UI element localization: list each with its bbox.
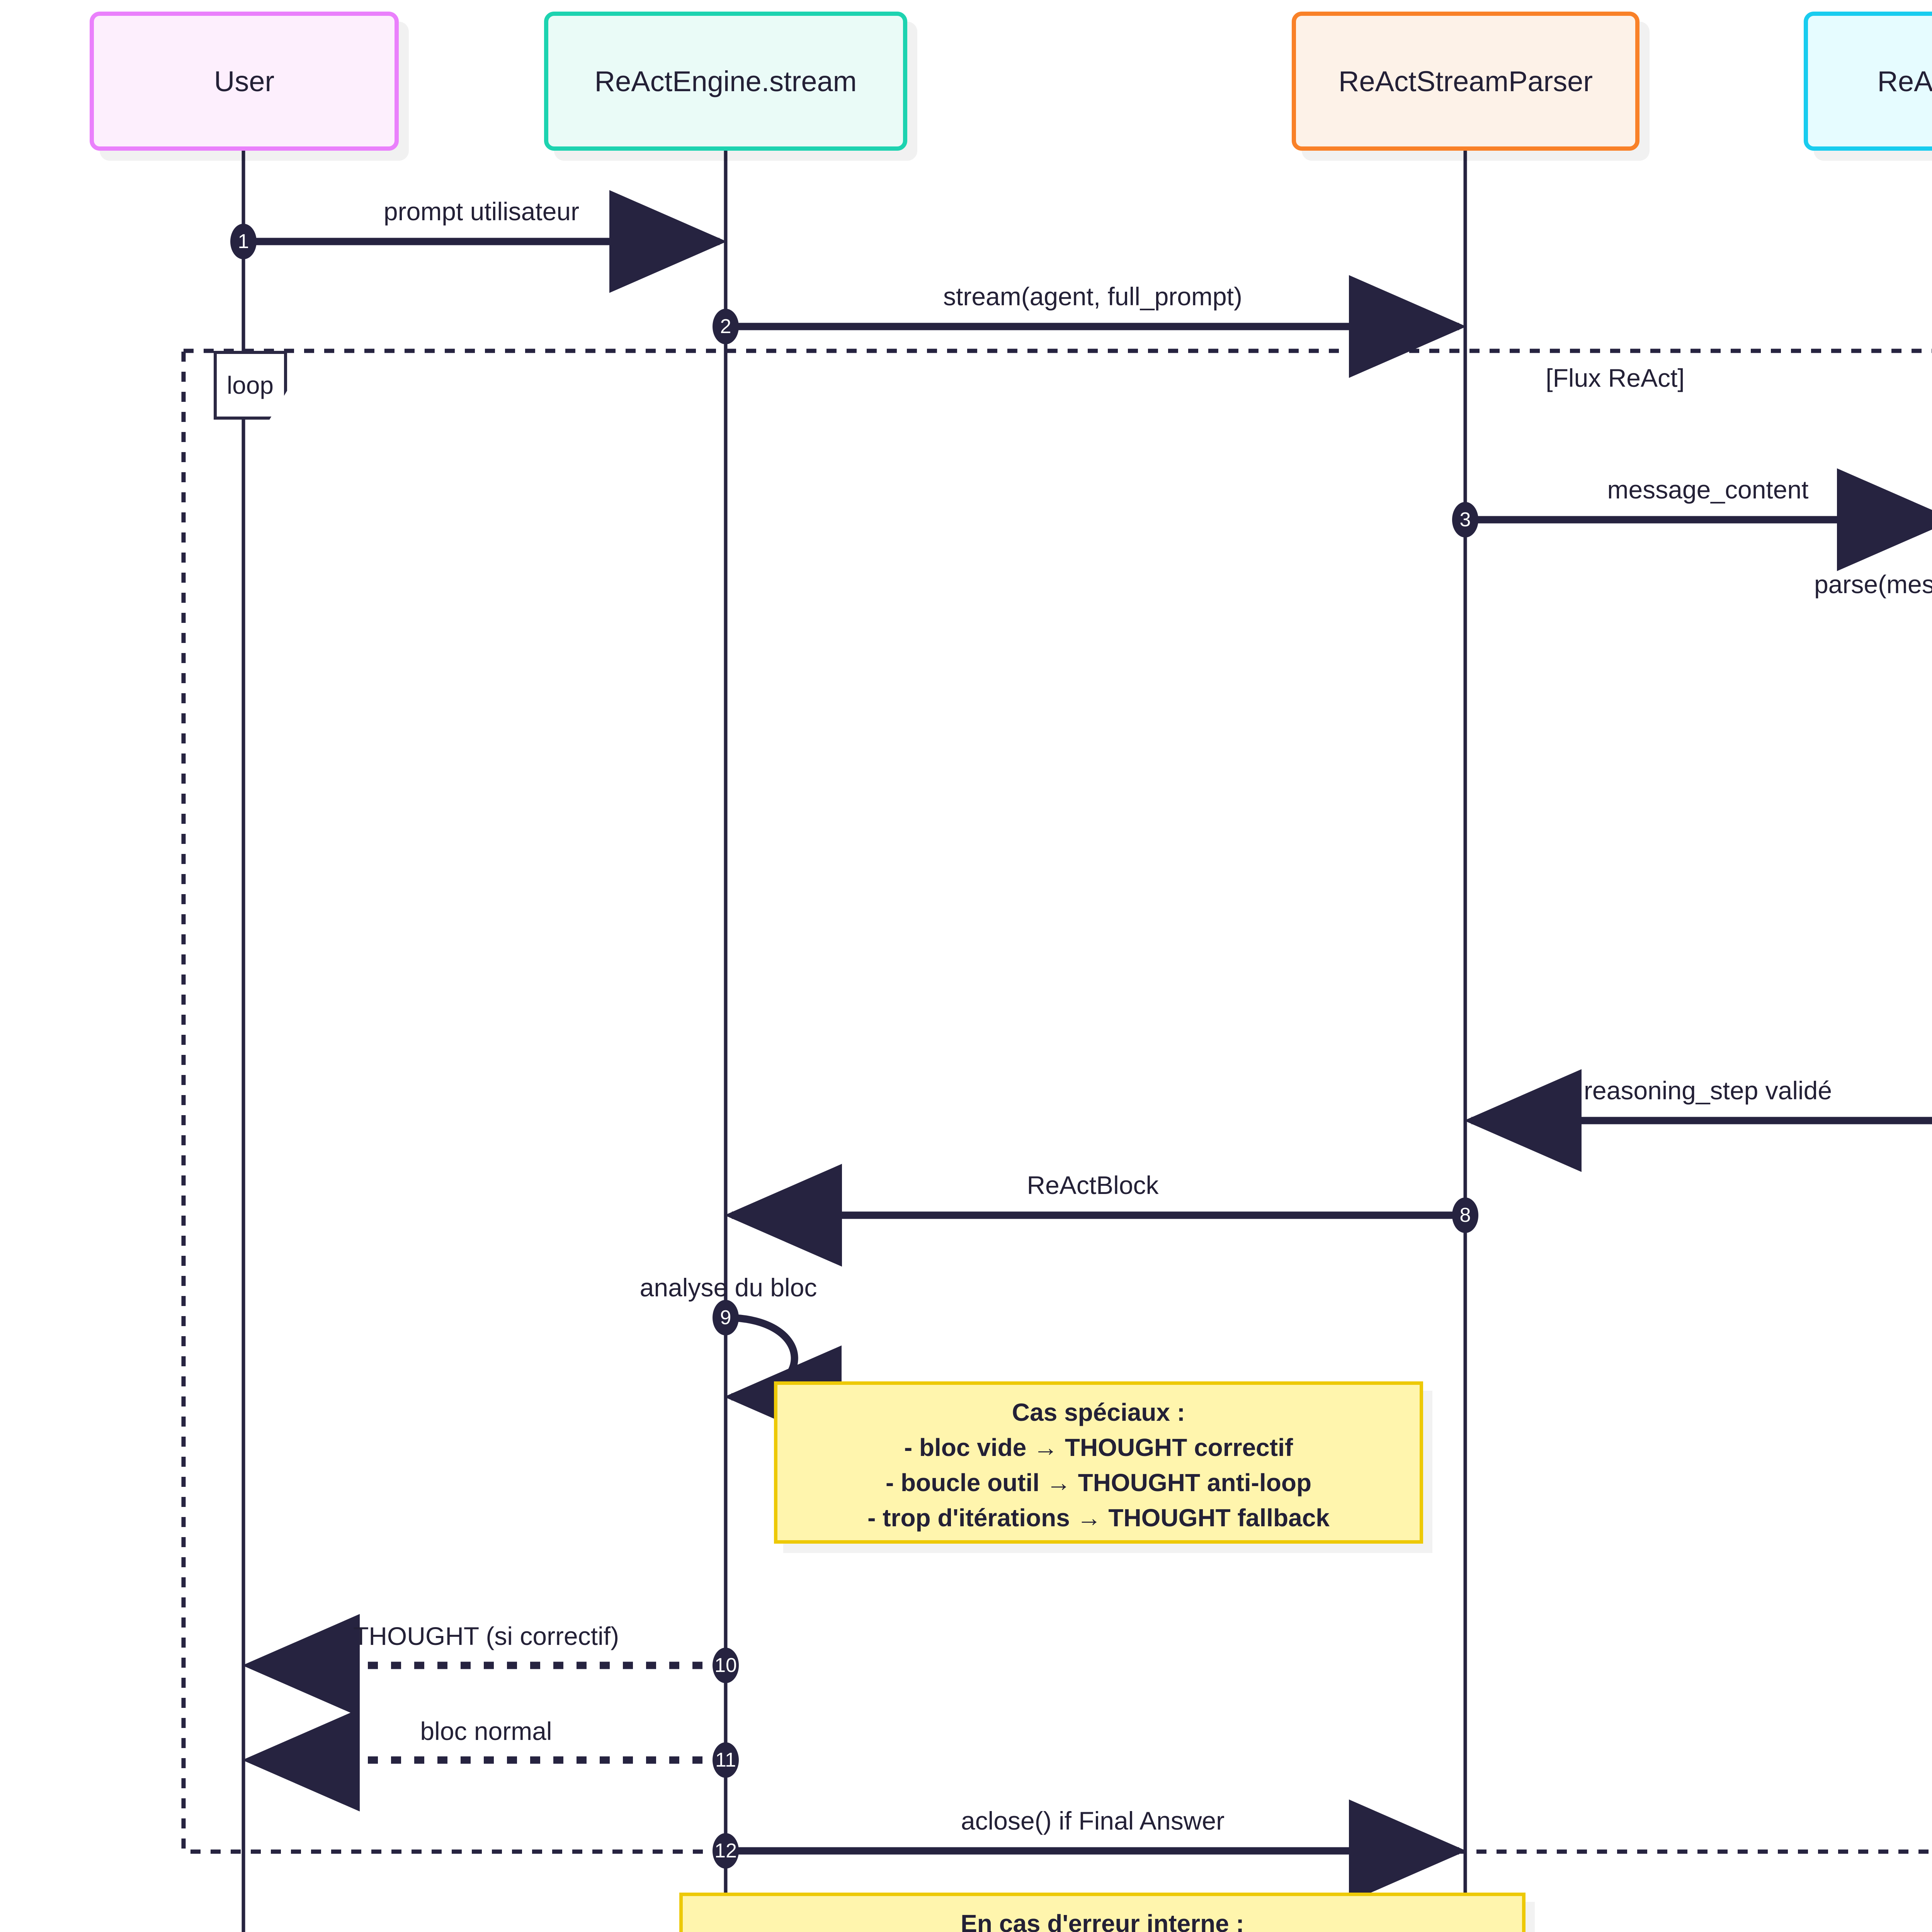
note-line: - boucle outil → THOUGHT anti-loop [885,1468,1312,1497]
message-label-11: bloc normal [420,1717,552,1745]
note-line: En cas d'erreur interne : [961,1910,1244,1932]
sequence-number-9: 9 [713,1300,739,1335]
sequence-number-8: 8 [1452,1197,1478,1233]
loop-fragment-frame [181,349,1932,1854]
message-label-7: reasoning_step validé [1583,1076,1832,1105]
note-internal-error: En cas d'erreur interne : Engine injecte… [679,1893,1526,1932]
note-line: - bloc vide → THOUGHT correctif [904,1433,1293,1461]
message-label-3: message_content [1607,475,1809,504]
sequence-number-2: 2 [713,309,739,344]
participant-label: ReActAgent [1877,65,1932,97]
message-label-12: aclose() if Final Answer [961,1806,1225,1835]
sequence-number-12: 12 [713,1833,739,1869]
message-label-2: stream(agent, full_prompt) [943,282,1242,311]
sequence-number-1: 1 [230,224,257,259]
note-line: Cas spéciaux : [1012,1398,1185,1426]
note-line: - trop d'itérations → THOUGHT fallback [867,1503,1330,1532]
participant-label: ReActStreamParser [1338,65,1593,97]
message-label-8: ReActBlock [1027,1171,1159,1199]
sequence-number-3: 3 [1452,502,1478,537]
lifelines [242,151,1467,1932]
participant-label: ReActEngine.stream [594,65,857,97]
message-label-10: THOUGHT (si correctif) [353,1622,619,1650]
loop-fragment-tab: loop [214,351,287,420]
participant-user-top[interactable]: User [90,12,399,151]
participant-parser-top[interactable]: ReActStreamParser [1292,12,1639,151]
note-special-cases: Cas spéciaux : - bloc vide → THOUGHT cor… [774,1381,1423,1544]
message-label-9: analyse du bloc [639,1273,817,1302]
message-label-4: parse(message_content) [1814,570,1932,599]
message-label-1: prompt utilisateur [383,197,580,226]
loop-keyword: loop [227,371,274,399]
participant-engine-top[interactable]: ReActEngine.stream [544,12,907,151]
sequence-number-11: 11 [713,1742,739,1778]
participant-agent-top[interactable]: ReActAgent [1804,12,1932,151]
loop-condition-label: [Flux ReAct] [1546,364,1685,392]
participant-label: User [214,65,275,97]
sequence-number-10: 10 [713,1648,739,1683]
message-arrows [242,190,1932,1902]
